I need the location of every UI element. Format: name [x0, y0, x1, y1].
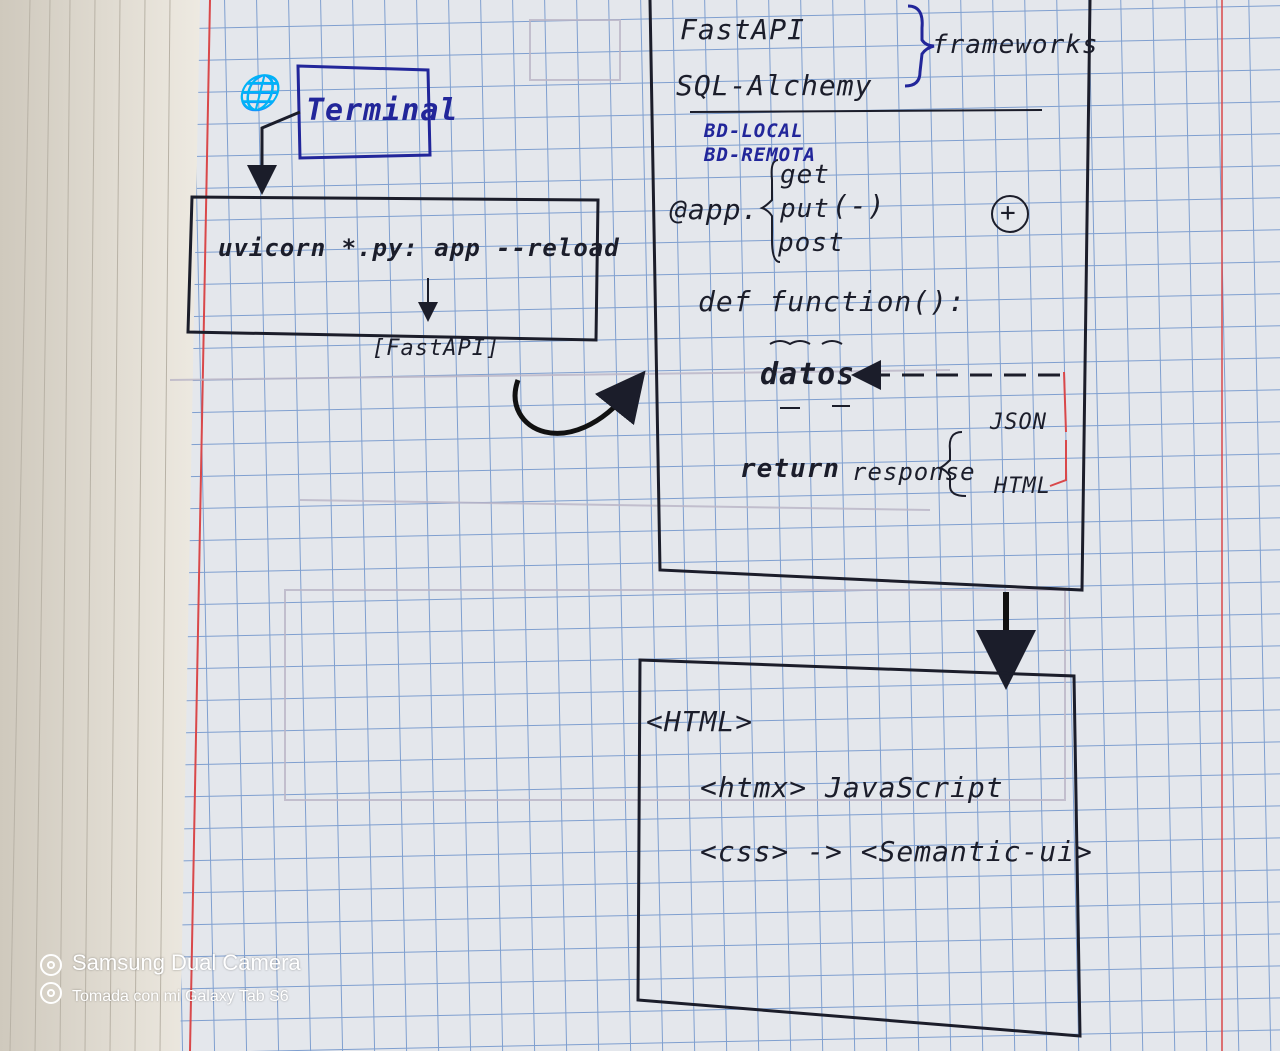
- fastapi-label: [FastAPI]: [372, 336, 501, 361]
- show-through-marks: [169, 19, 1066, 801]
- frameworks-label: frameworks: [932, 30, 1099, 60]
- terminal-label: Terminal: [306, 93, 459, 128]
- framework-item-fastapi: FastAPI: [680, 13, 806, 46]
- app-decorator: @app.: [670, 193, 760, 226]
- terminal-box: [296, 64, 432, 160]
- grid-lines: [180, 0, 1280, 1051]
- page-edge-lines: [9, 0, 171, 1051]
- api-panel-divider: [689, 109, 1043, 113]
- globe-icon: 🌐: [236, 73, 280, 113]
- terminal-to-uvicorn-arrow: [247, 110, 301, 195]
- response-brace: [937, 431, 967, 497]
- method-put: put: [780, 194, 830, 224]
- methods-brace: [759, 159, 781, 263]
- red-margin-line: [189, 0, 211, 1051]
- uvicorn-box: [186, 195, 600, 342]
- database-remote: BD-REMOTA: [704, 144, 816, 166]
- frontend-htmx-line: <htmx> JavaScript: [700, 771, 1004, 804]
- api-panel-box: [648, 0, 1092, 592]
- response-json: JSON: [990, 410, 1047, 435]
- framework-item-sqlalchemy: SQL-Alchemy: [676, 69, 873, 102]
- camera-lens-icon: [40, 954, 62, 976]
- camera-lens-icon-secondary: [40, 982, 62, 1004]
- frontend-box: [636, 658, 1082, 1038]
- plus-circle: [991, 195, 1029, 233]
- watermark-caption: Tomada con mi Galaxy Tab S6: [72, 988, 289, 1005]
- method-get: get: [780, 160, 830, 190]
- json-feedback-arrow: [1049, 371, 1067, 487]
- frontend-css-line: <css> -> <Semantic-ui>: [700, 835, 1093, 868]
- frontend-html-line: <HTML>: [646, 705, 754, 738]
- function-definition: def function():: [698, 285, 966, 318]
- method-post: post: [778, 228, 845, 258]
- plus-sign: +: [1000, 198, 1017, 228]
- datos-underline-marks: [769, 340, 850, 409]
- uvicorn-command: uvicorn *.py: app --reload: [218, 234, 620, 262]
- response-label: response: [852, 458, 976, 486]
- curved-arrow-to-api: [512, 370, 646, 436]
- database-local: BD-LOCAL: [704, 120, 804, 142]
- frameworks-brace: [904, 4, 935, 88]
- method-args: (-): [832, 189, 886, 222]
- page-stack-edge: [0, 0, 215, 1051]
- datos-label: datos: [760, 357, 856, 392]
- response-html: HTML: [994, 474, 1051, 499]
- return-keyword: return: [740, 454, 840, 484]
- watermark-camera: Samsung Dual Camera: [72, 950, 301, 975]
